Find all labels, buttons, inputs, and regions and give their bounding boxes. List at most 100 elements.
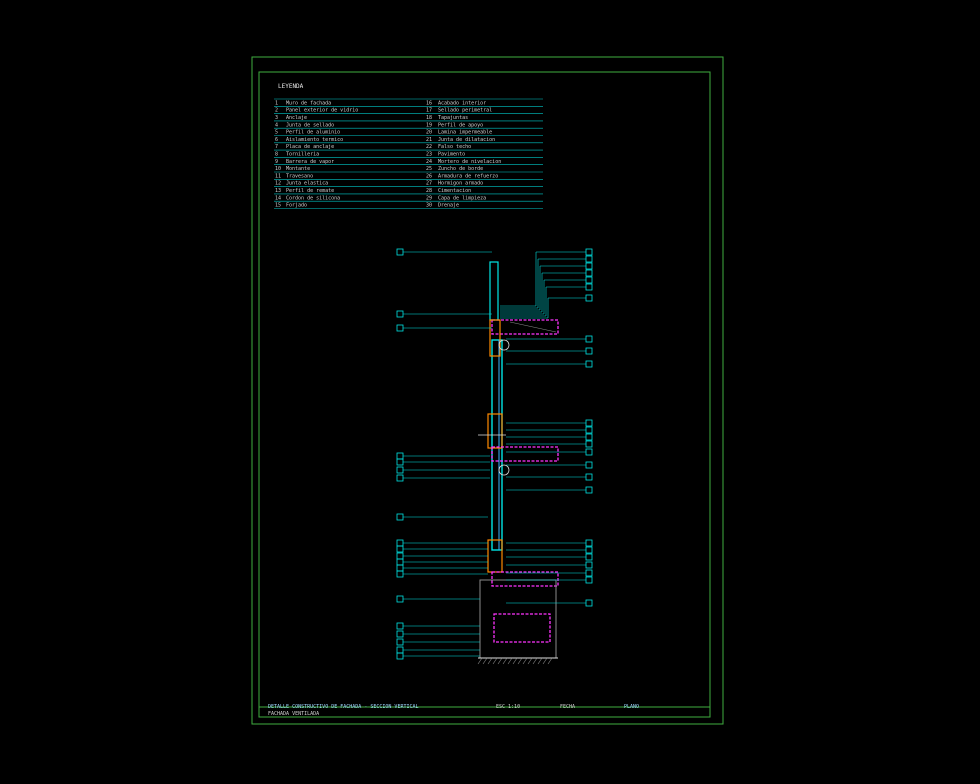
legend-item-text: Lamina impermeable xyxy=(438,130,492,136)
legend-item-text: Sellado perimetral xyxy=(438,108,492,114)
callout-tag xyxy=(585,335,593,343)
callout-tag xyxy=(396,646,404,654)
hatch-line xyxy=(502,657,508,665)
legend-item-text: Drenaje xyxy=(438,203,459,209)
legend-item-number: 29 xyxy=(426,195,432,201)
inner-frame xyxy=(258,71,711,718)
legend-item-text: Capa de limpieza xyxy=(438,195,486,201)
legend-item-number: 16 xyxy=(426,100,432,106)
legend-item-number: 3 xyxy=(275,115,278,121)
foundation-wall xyxy=(479,579,557,659)
cladding-strip xyxy=(491,339,503,551)
hatch-line xyxy=(477,657,483,665)
legend-item-number: 2 xyxy=(275,108,278,114)
legend-item-text: Perfil de remate xyxy=(286,188,334,194)
callout-tag xyxy=(585,419,593,427)
slab-1-hatch xyxy=(509,321,557,333)
legend-item-text: Falso techo xyxy=(438,144,471,150)
callout-tag xyxy=(585,440,593,448)
callout-tag xyxy=(396,558,404,566)
callout-tag xyxy=(396,622,404,630)
legend-item-text: Perfil de aluminio xyxy=(286,130,340,136)
hatch-line xyxy=(497,657,503,665)
callout-tag xyxy=(585,461,593,469)
legend-item-number: 30 xyxy=(426,203,432,209)
callout-tag xyxy=(396,458,404,466)
slab-1 xyxy=(491,319,559,335)
callout-tag xyxy=(585,360,593,368)
legend-item-number: 6 xyxy=(275,137,278,143)
facade-section-detail xyxy=(396,248,593,665)
hatch-line xyxy=(527,657,533,665)
hatch-line xyxy=(517,657,523,665)
legend-item-number: 8 xyxy=(275,152,278,158)
callout-tag xyxy=(585,599,593,607)
hatch-line xyxy=(542,657,548,665)
legend-item-number: 9 xyxy=(275,159,278,165)
legend-item-text: Cimentacion xyxy=(438,188,471,194)
callout-tag xyxy=(396,564,404,572)
callout-tag xyxy=(585,539,593,547)
callout-tag xyxy=(585,473,593,481)
legend-item-number: 26 xyxy=(426,173,432,179)
legend-item-text: Aislamiento termico xyxy=(286,137,343,143)
legend-item-text: Muro de fachada xyxy=(286,100,331,106)
callout-tag xyxy=(585,569,593,577)
legend-item-text: Zuncho de borde xyxy=(438,166,483,172)
legend-item-text: Tornilleria xyxy=(286,152,319,158)
hatch-line xyxy=(492,657,498,665)
hatch-line xyxy=(522,657,528,665)
slab-2 xyxy=(491,446,559,462)
callout-tag xyxy=(585,433,593,441)
hatch-line xyxy=(547,657,553,665)
slab-2-top xyxy=(487,413,503,449)
legend-item-text: Junta de dilatacion xyxy=(438,137,495,143)
callout-leaders xyxy=(396,248,593,660)
callout-tag xyxy=(396,595,404,603)
foundation-reinforcement xyxy=(493,613,551,643)
legend-item-number: 10 xyxy=(275,166,281,172)
callout-tag xyxy=(396,638,404,646)
legend-item-text: Travesano xyxy=(286,173,313,179)
callout-tag xyxy=(396,570,404,578)
legend-item-number: 13 xyxy=(275,188,281,194)
legend-item-text: Forjado xyxy=(286,203,307,209)
legend-item-text: Perfil de apoyo xyxy=(438,122,483,128)
legend-item-number: 11 xyxy=(275,173,281,179)
legend-item-number: 28 xyxy=(426,188,432,194)
slab-3 xyxy=(491,571,559,587)
callout-tag xyxy=(585,283,593,291)
callout-tag xyxy=(396,310,404,318)
outer-frame xyxy=(251,56,724,725)
legend-item-text: Tapajuntas xyxy=(438,115,468,121)
callout-tag xyxy=(585,294,593,302)
callout-tag xyxy=(585,248,593,256)
glass-panel-upper xyxy=(489,261,499,321)
callout-tag xyxy=(585,576,593,584)
callout-tag xyxy=(396,474,404,482)
callout-tag xyxy=(396,248,404,256)
legend-heading: LEYENDA xyxy=(278,83,304,90)
anchor-bolt-2 xyxy=(498,464,510,476)
legend-item-number: 12 xyxy=(275,181,281,187)
legend-item-number: 18 xyxy=(426,115,432,121)
title-block-date: FECHA xyxy=(560,704,575,710)
title-block-sheet: PLANO xyxy=(624,704,639,710)
callout-tag xyxy=(396,545,404,553)
hatch-line xyxy=(537,657,543,665)
callout-tag xyxy=(396,452,404,460)
title-block-project: DETALLE CONSTRUCTIVO DE FACHADA - SECCIO… xyxy=(268,704,419,710)
callout-tag xyxy=(585,262,593,270)
legend-item-number: 21 xyxy=(426,137,432,143)
callout-tag xyxy=(396,513,404,521)
callout-tag xyxy=(585,347,593,355)
legend-item-text: Hormigon armado xyxy=(438,181,483,187)
slab-3-top xyxy=(487,539,503,573)
ground-hatch xyxy=(477,657,553,665)
legend-item-number: 22 xyxy=(426,144,432,150)
legend-item-number: 24 xyxy=(426,159,432,165)
legend-item-text: Barrera de vapor xyxy=(286,159,334,165)
legend-item-text: Acabado interior xyxy=(438,100,486,106)
legend-item-number: 15 xyxy=(275,203,281,209)
